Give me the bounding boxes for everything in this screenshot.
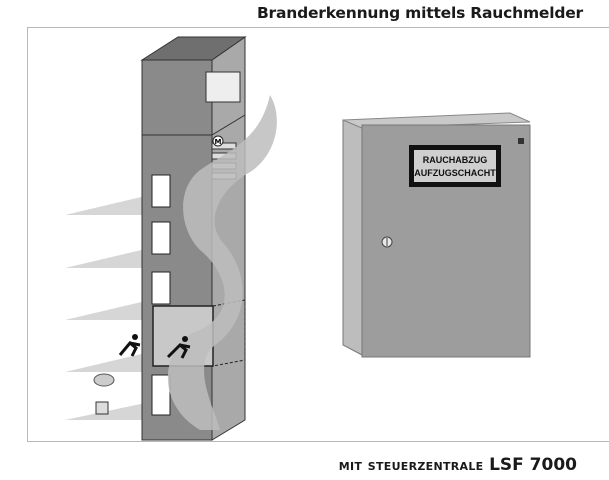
motor-label: M [215, 138, 222, 146]
control-cabinet: RAUCHABZUG AUFZUGSCHACHT [342, 112, 531, 358]
evacuating-people-icon [118, 334, 191, 359]
smoke-detector-icon [93, 373, 115, 387]
caption-product-prefix: Steuerzentrale [367, 460, 484, 473]
motor-icon [212, 135, 224, 147]
light-beams [65, 195, 150, 420]
product-caption: mit Steuerzentrale LSF 7000 [339, 455, 577, 475]
cabinet-label-line1: RAUCHABZUG [423, 155, 488, 165]
cabinet-label-line2: AUFZUGSCHACHT [414, 168, 496, 178]
manual-call-point-icon [95, 401, 109, 415]
illustration-frame [27, 27, 609, 442]
page-title: Branderkennung mittels Rauchmelder [256, 4, 583, 22]
caption-product-code: LSF 7000 [489, 455, 577, 475]
status-indicator [518, 138, 524, 144]
caption-prefix: mit [338, 460, 363, 473]
smoke-plume [167, 95, 277, 430]
